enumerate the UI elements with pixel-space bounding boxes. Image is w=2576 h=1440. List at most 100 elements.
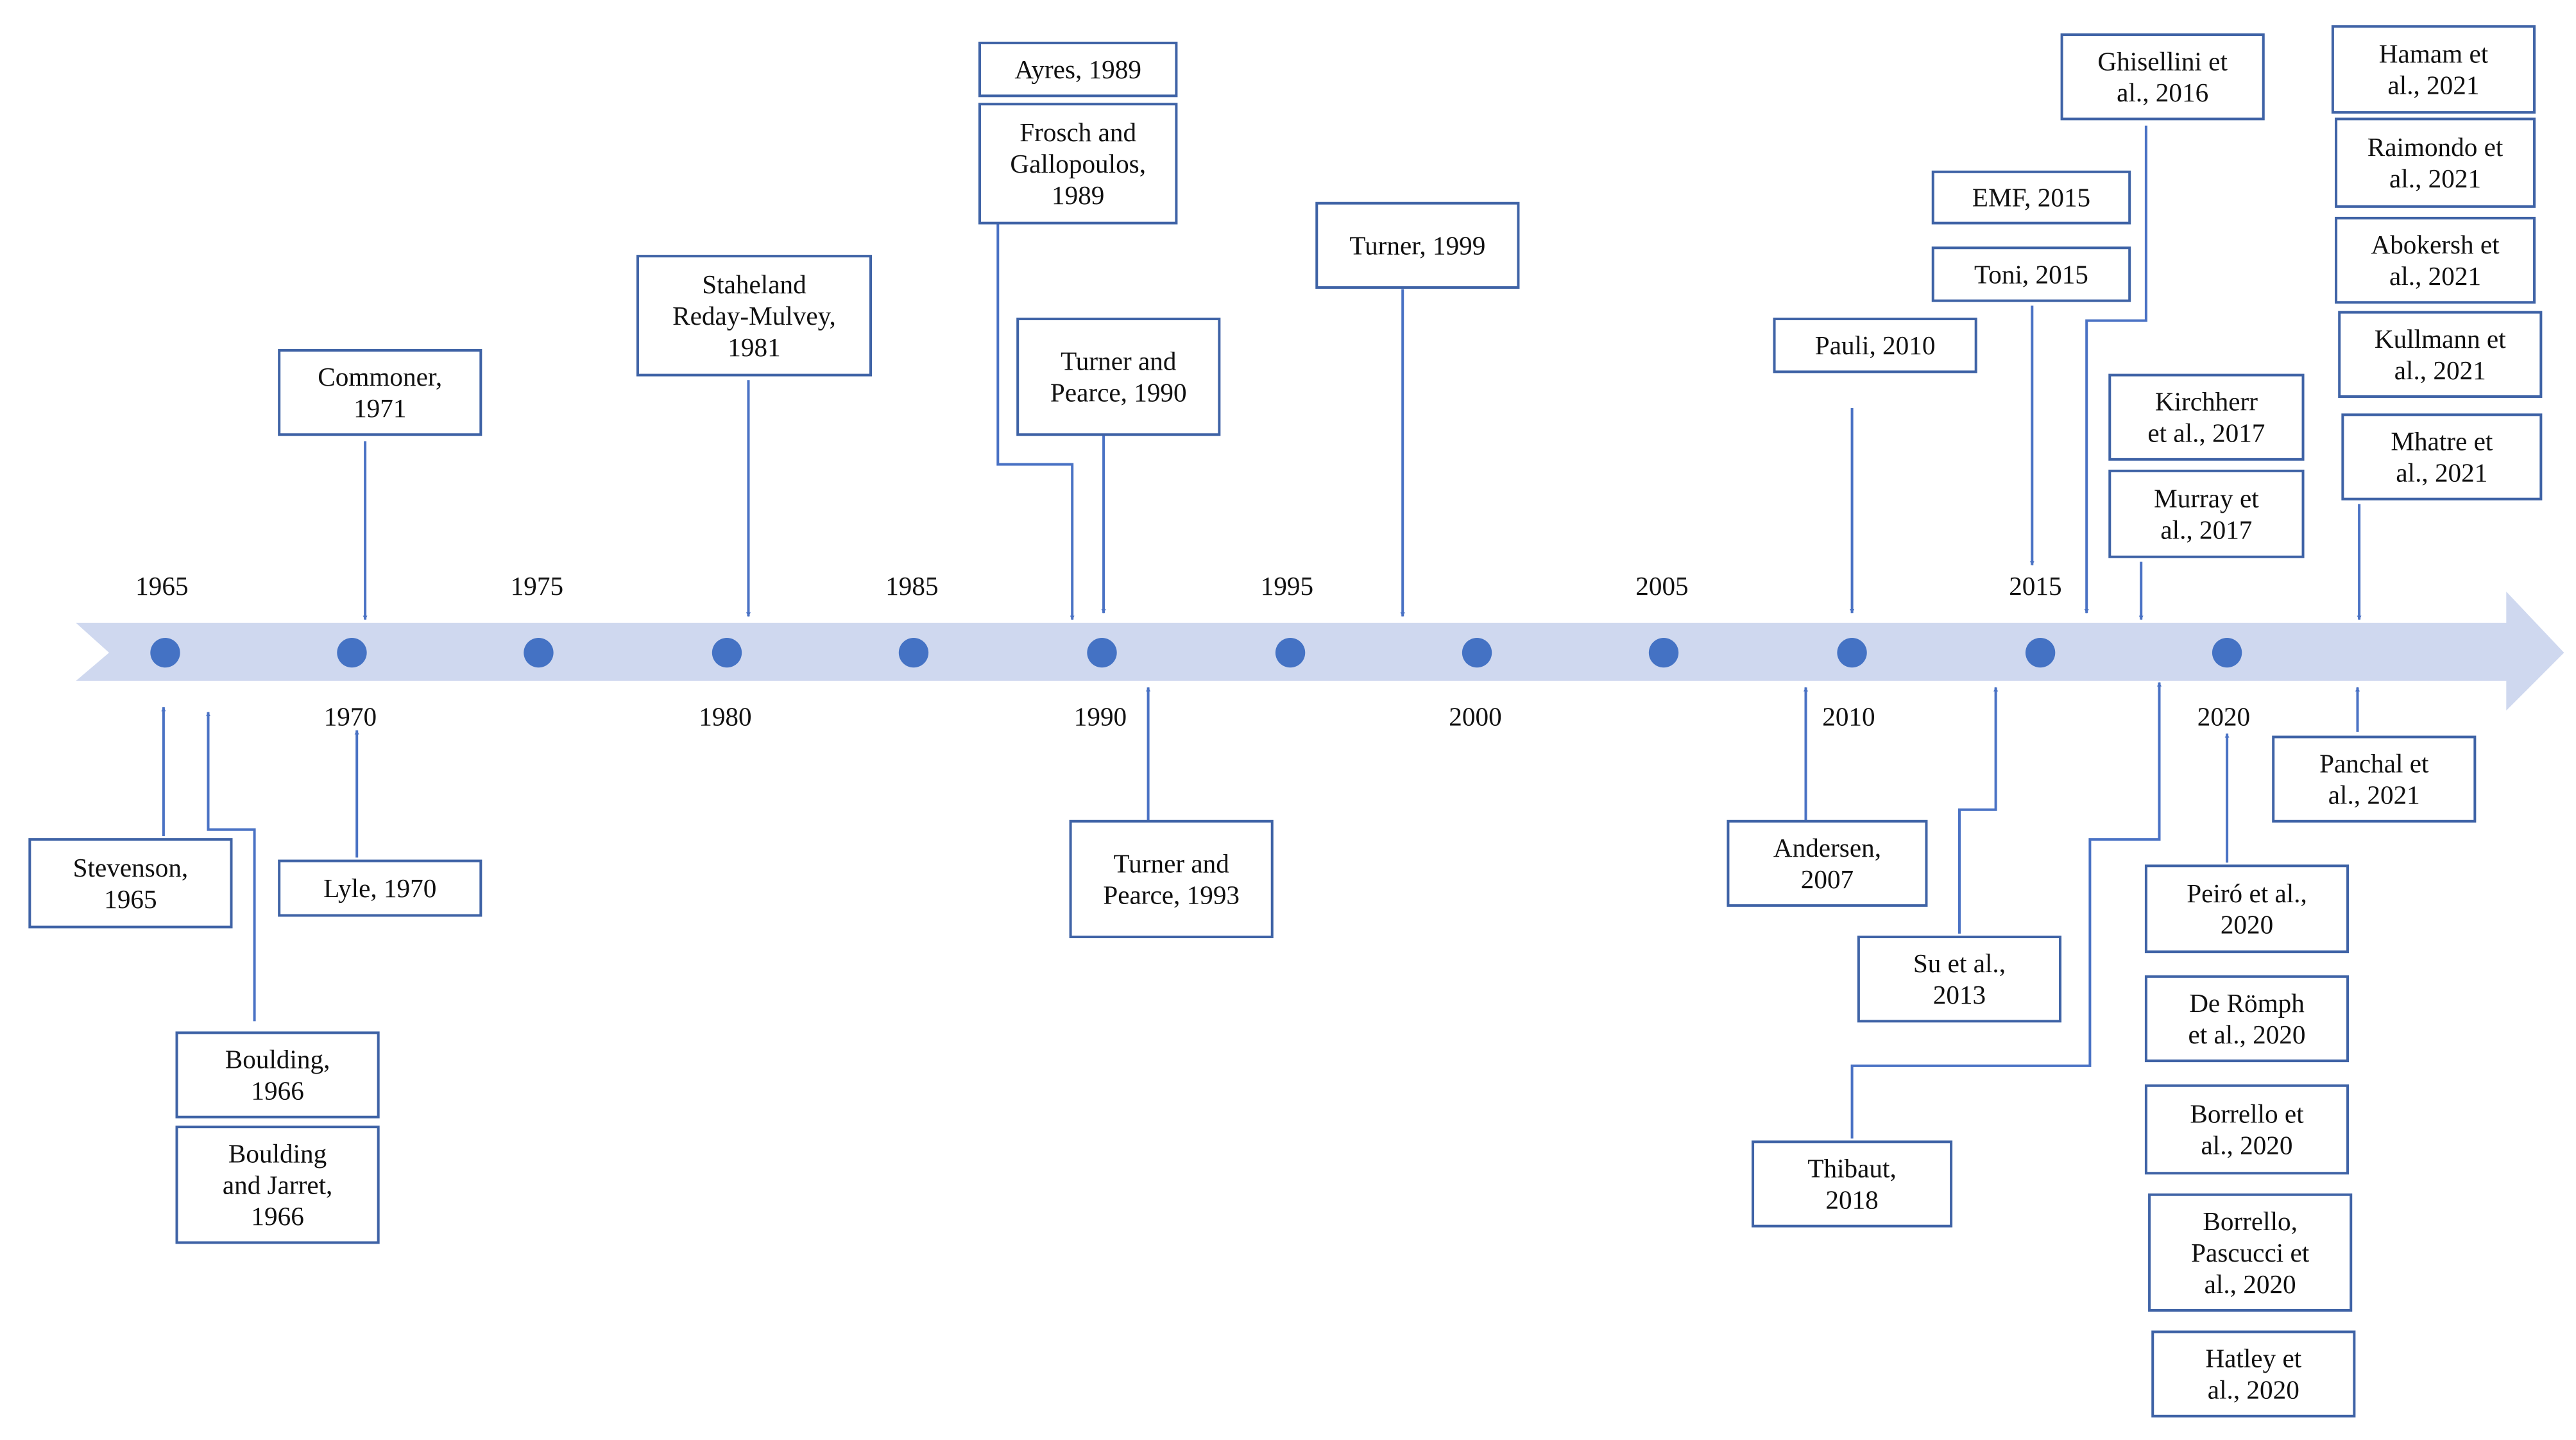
reference-box-thibaut-2018: Thibaut,2018 xyxy=(1752,1140,1953,1228)
reference-text: 2020 xyxy=(2221,910,2273,939)
reference-text: al., 2021 xyxy=(2387,71,2479,100)
reference-text: al., 2021 xyxy=(2389,164,2481,193)
reference-text: 1971 xyxy=(354,393,406,423)
reference-box-peiro-2020: Peiró et al.,2020 xyxy=(2144,864,2350,954)
reference-text: Ayres, 1989 xyxy=(1014,55,1141,84)
reference-text: EMF, 2015 xyxy=(1972,183,2090,212)
reference-box-frame xyxy=(1931,170,2131,225)
reference-text: Kirchherr xyxy=(2155,387,2258,416)
reference-text: 1966 xyxy=(251,1076,303,1106)
year-dot xyxy=(1837,637,1867,668)
reference-text: 2018 xyxy=(1825,1185,1878,1214)
reference-text: Turner, 1999 xyxy=(1349,230,1485,260)
reference-text: Hamam et xyxy=(2379,39,2489,69)
reference-text: Borrello, xyxy=(2203,1206,2298,1236)
year-dot xyxy=(712,637,742,668)
reference-text: al., 2020 xyxy=(2201,1130,2293,1160)
reference-text: Andersen, xyxy=(1773,833,1881,862)
reference-box-frame xyxy=(2060,33,2265,121)
reference-box-frame xyxy=(1773,317,1977,373)
reference-box-frame xyxy=(2144,1084,2350,1175)
reference-text: Commoner, xyxy=(318,362,442,391)
reference-text: Abokersh et xyxy=(2371,230,2500,259)
reference-box-frame xyxy=(175,1031,380,1119)
reference-text: Reday-Mulvey, xyxy=(672,301,836,330)
reference-box-frame xyxy=(2272,735,2477,823)
reference-text: Pauli, 2010 xyxy=(1815,330,1936,360)
reference-box-su-2013: Su et al.,2013 xyxy=(1857,936,2062,1023)
reference-text: Ghisellini et xyxy=(2097,46,2228,76)
year-label: 2010 xyxy=(1822,701,1875,731)
reference-box-frame xyxy=(2335,216,2536,304)
reference-text: Toni, 2015 xyxy=(1974,259,2088,289)
reference-box-frame xyxy=(278,859,482,917)
reference-box-frame xyxy=(2335,117,2536,208)
reference-text: 2007 xyxy=(1801,864,1854,894)
reference-text: 1989 xyxy=(1052,180,1104,210)
reference-text: al., 2017 xyxy=(2160,515,2252,544)
reference-box-frame xyxy=(2341,413,2543,501)
reference-box-turner-1999: Turner, 1999 xyxy=(1315,201,1520,289)
reference-box-lyle-1970: Lyle, 1970 xyxy=(278,859,482,917)
reference-text: Turner and xyxy=(1061,347,1177,376)
reference-box-frame xyxy=(1931,246,2131,302)
reference-text: and Jarret, xyxy=(223,1170,333,1199)
year-dot xyxy=(1087,637,1117,668)
reference-text: Kullmann et xyxy=(2375,324,2506,354)
reference-box-frame xyxy=(636,255,873,377)
year-dot xyxy=(2025,637,2056,668)
year-label: 1990 xyxy=(1074,701,1127,731)
reference-text: Frosch and xyxy=(1019,117,1136,147)
reference-text: Thibaut, xyxy=(1807,1154,1896,1183)
reference-box-frame xyxy=(175,1126,380,1244)
reference-box-commoner-1971: Commoner,1971 xyxy=(278,348,482,436)
reference-box-frame xyxy=(1016,317,1221,436)
reference-box-stevenson-1965: Stevenson,1965 xyxy=(28,838,233,929)
reference-box-frame xyxy=(1727,819,1928,907)
reference-text: 1965 xyxy=(104,884,157,914)
reference-text: Stevenson, xyxy=(73,853,189,882)
reference-box-frame xyxy=(1752,1140,1953,1228)
timeline-band xyxy=(76,591,2564,711)
connector-arrow xyxy=(2084,125,2147,613)
reference-box-frame xyxy=(2148,1193,2353,1312)
connector-arrow xyxy=(996,223,1075,621)
reference-text: al., 2021 xyxy=(2389,261,2481,291)
year-label: 1985 xyxy=(885,571,938,601)
reference-text: Lyle, 1970 xyxy=(323,873,436,903)
reference-text: Pearce, 1993 xyxy=(1103,880,1240,909)
reference-text: Su et al., xyxy=(1913,948,2006,978)
reference-text: Mhatre et xyxy=(2391,427,2493,456)
year-dot xyxy=(1462,637,1492,668)
reference-text: Panchal et xyxy=(2319,749,2429,778)
year-label: 2005 xyxy=(1635,571,1688,601)
reference-box-frame xyxy=(2144,975,2350,1063)
reference-box-frame xyxy=(2144,864,2350,954)
reference-box-frame xyxy=(278,348,482,436)
year-dot xyxy=(2212,637,2242,668)
reference-box-frame xyxy=(2108,469,2305,558)
reference-text: 2013 xyxy=(1933,980,1986,1009)
year-label: 1970 xyxy=(324,701,377,731)
reference-box-frame xyxy=(2331,25,2536,114)
reference-box-ayres-1989: Ayres, 1989 xyxy=(978,41,1178,98)
reference-text: et al., 2017 xyxy=(2147,418,2265,448)
year-dot xyxy=(337,637,367,668)
reference-text: Turner and xyxy=(1113,848,1229,878)
connector-arrow xyxy=(206,712,256,1022)
year-label: 1965 xyxy=(135,571,188,601)
reference-text: Gallopoulos, xyxy=(1010,149,1146,178)
reference-box-frame xyxy=(2338,311,2543,398)
reference-box-frame xyxy=(1857,936,2062,1023)
year-label: 2015 xyxy=(2009,571,2061,601)
